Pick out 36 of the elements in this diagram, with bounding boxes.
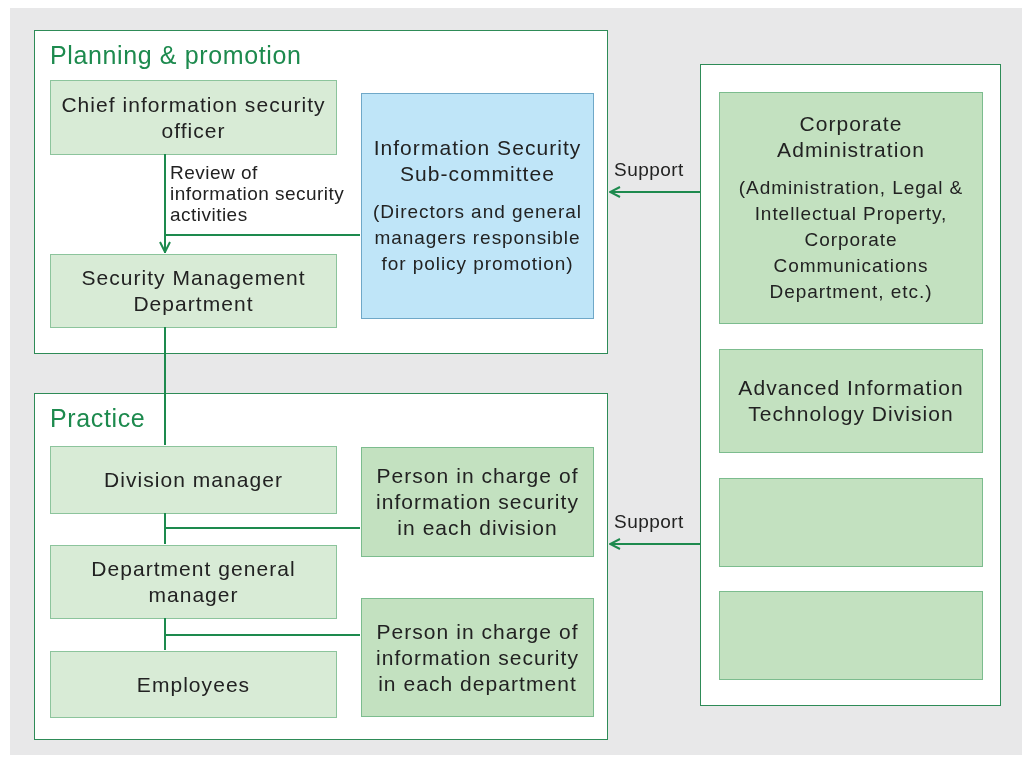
box-title: Division manager <box>102 467 284 493</box>
role-box <box>719 478 983 567</box>
group-panel <box>34 30 608 354</box>
role-box <box>50 651 337 718</box>
role-box <box>50 545 337 619</box>
role-box <box>719 92 983 324</box>
edge-label: Support <box>614 159 685 180</box>
group-title: Practice <box>50 406 146 431</box>
arrow <box>159 234 361 253</box>
group-panel <box>34 393 608 740</box>
role-box <box>361 447 594 557</box>
box-title: Person in charge of information security in each division <box>374 463 581 541</box>
box-description: (Directors and general managers responsible for policy promotion) <box>372 200 583 276</box>
arrow <box>609 186 701 198</box>
committee-box <box>361 93 594 319</box>
role-box <box>50 80 337 155</box>
role-box <box>50 254 337 328</box>
box-title: Chief information security officer <box>60 91 327 144</box>
box-title: Advanced Information Technology Division <box>737 375 965 427</box>
box-title: Department general manager <box>90 556 297 608</box>
connector-line <box>164 326 166 446</box>
box-description: (Administration, Legal & Intellectual Property, Corporate Communications Department, etc.) <box>737 176 965 304</box>
arrow <box>609 538 701 550</box>
role-box <box>719 349 983 453</box>
role-box <box>719 591 983 680</box>
box-title: Corporate Administration <box>776 111 926 163</box>
group-title: Planning & promotion <box>50 43 302 68</box>
role-box <box>50 446 337 514</box>
box-title: Employees <box>135 671 252 698</box>
edge-label: Review of information security activities <box>170 162 346 225</box>
edge-label: Support <box>614 511 685 532</box>
role-box <box>361 598 594 717</box>
group-panel <box>700 64 1001 706</box>
box-title: Information Security Sub-committee <box>372 135 583 187</box>
box-title: Security Management Department <box>80 265 307 317</box>
box-title: Person in charge of information security in each department <box>374 618 581 697</box>
